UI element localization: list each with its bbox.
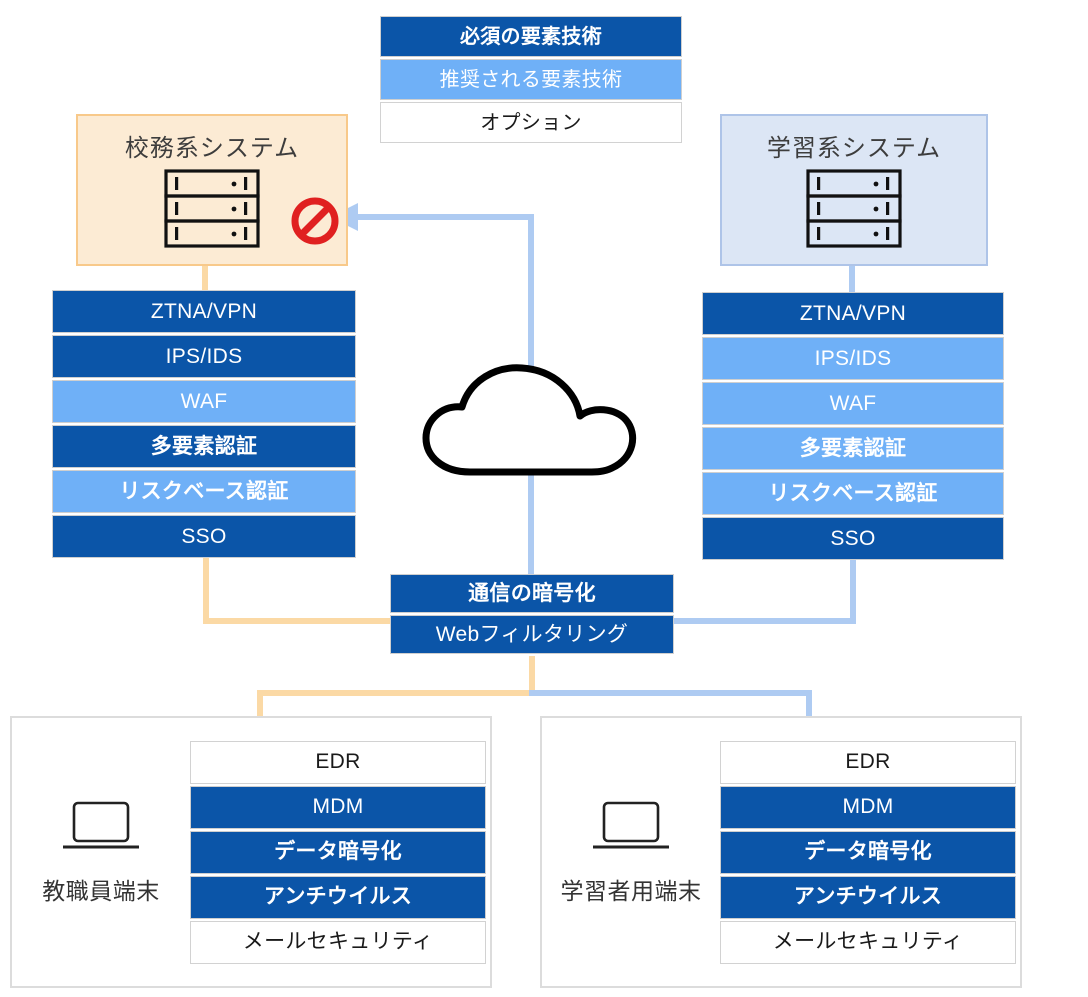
connector-right-stack-to-network xyxy=(670,618,856,624)
right-security-item-6[interactable]: SSO xyxy=(702,517,1004,560)
right-security-item-4[interactable]: 多要素認証 xyxy=(702,427,1004,470)
connector-learning-system-down xyxy=(849,266,855,294)
connector-network-to-student-v xyxy=(806,690,812,722)
connector-blocked-horizontal xyxy=(358,214,534,220)
left-security-item-4[interactable]: 多要素認証 xyxy=(52,425,356,468)
left-security-item-6[interactable]: SSO xyxy=(52,515,356,558)
right-security-item-2[interactable]: IPS/IDS xyxy=(702,337,1004,380)
student-security-item-2[interactable]: MDM xyxy=(720,785,1016,829)
teacher-security-item-4[interactable]: アンチウイルス xyxy=(190,875,486,919)
connector-network-down xyxy=(529,656,535,696)
network-item-2[interactable]: Webフィルタリング xyxy=(390,615,674,654)
connector-network-to-teacher-v xyxy=(257,690,263,722)
teacher-security-item-3[interactable]: データ暗号化 xyxy=(190,830,486,874)
student-device-identity: 学習者用端末 xyxy=(542,799,720,906)
laptop-icon xyxy=(588,799,674,866)
server-icon xyxy=(164,169,260,254)
laptop-icon xyxy=(58,799,144,866)
right-security-item-5[interactable]: リスクベース認証 xyxy=(702,472,1004,515)
student-security-item-4[interactable]: アンチウイルス xyxy=(720,875,1016,919)
cloud-icon xyxy=(412,362,652,483)
student-security-item-3[interactable]: データ暗号化 xyxy=(720,830,1016,874)
teacher-security-item-1[interactable]: EDR xyxy=(190,740,486,784)
legend-item-1[interactable]: 必須の要素技術 xyxy=(380,16,682,57)
left-security-item-3[interactable]: WAF xyxy=(52,380,356,423)
teacher-security-item-5[interactable]: メールセキュリティ xyxy=(190,920,486,964)
student-security-item-1[interactable]: EDR xyxy=(720,740,1016,784)
student-device-label: 学習者用端末 xyxy=(560,877,702,904)
connector-network-to-student-h xyxy=(529,690,812,696)
teacher-security-item-2[interactable]: MDM xyxy=(190,785,486,829)
teacher-device-label: 教職員端末 xyxy=(42,877,160,904)
legend: 必須の要素技術推奨される要素技術オプション xyxy=(380,16,682,143)
connector-left-stack-to-network xyxy=(203,618,393,624)
right-security-item-3[interactable]: WAF xyxy=(702,382,1004,425)
server-icon xyxy=(806,169,902,254)
left-security-item-2[interactable]: IPS/IDS xyxy=(52,335,356,378)
connector-network-to-teacher-h xyxy=(257,690,535,696)
teacher-device-identity: 教職員端末 xyxy=(12,799,190,906)
legend-item-2[interactable]: 推奨される要素技術 xyxy=(380,59,682,100)
prohibition-icon xyxy=(290,197,340,245)
learning-system-label: 学習系システム xyxy=(766,135,942,162)
legend-item-3[interactable]: オプション xyxy=(380,102,682,143)
school-system-label: 校務系システム xyxy=(124,135,300,162)
learning-system-box[interactable]: 学習系システム xyxy=(720,114,988,266)
left-security-item-1[interactable]: ZTNA/VPN xyxy=(52,290,356,333)
connector-left-stack-down xyxy=(203,552,209,624)
left-security-item-5[interactable]: リスクベース認証 xyxy=(52,470,356,513)
student-security-item-5[interactable]: メールセキュリティ xyxy=(720,920,1016,964)
connector-right-stack-down xyxy=(850,554,856,624)
network-item-1[interactable]: 通信の暗号化 xyxy=(390,574,674,613)
connector-school-system-down xyxy=(202,266,208,294)
right-security-item-1[interactable]: ZTNA/VPN xyxy=(702,292,1004,335)
